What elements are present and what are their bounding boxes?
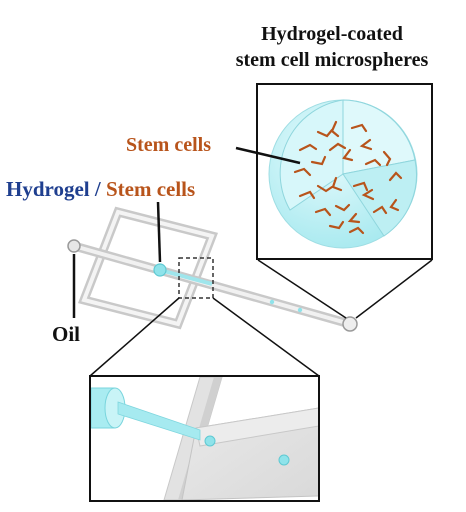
stem-cell: [388, 171, 403, 182]
stem-cell: [316, 184, 334, 193]
junction-inset: [89, 375, 320, 502]
stem-cells-label: Stem cells: [106, 177, 195, 201]
junction-droplet: [204, 435, 216, 447]
oil-loop-channel-inner: [81, 209, 215, 327]
hydrogel-channel: [159, 268, 213, 286]
sphere-cutaway: [279, 99, 344, 211]
stem-cell: [310, 155, 327, 166]
zoom-region: [178, 257, 214, 299]
outlet-channel-top: [195, 407, 318, 447]
zoom-line-bottom-right: [212, 297, 320, 377]
stem-cell: [361, 188, 375, 201]
stem-cell: [293, 167, 312, 177]
stem-cell: [334, 203, 351, 212]
stem-cell: [314, 207, 332, 217]
sphere-cutaway-3: [342, 159, 417, 237]
stem-cell: [298, 143, 318, 152]
stem-cell: [330, 120, 340, 138]
label-separator: /: [90, 177, 106, 201]
outlet-droplet: [278, 454, 290, 466]
inlet-label: Hydrogel / Stem cells: [6, 177, 195, 201]
stem-cell: [372, 205, 388, 215]
stem-cell: [316, 128, 334, 138]
title-line-2: stem cell microspheres: [236, 49, 429, 71]
sphere-cutaway-2: [342, 99, 416, 175]
zoom-line-bottom-left: [89, 297, 180, 377]
stem-cell: [364, 158, 382, 167]
stem-cells-callout-label: Stem cells: [126, 134, 211, 156]
stem-cell: [348, 226, 365, 235]
stem-cell: [328, 142, 347, 152]
microsphere-inset: [256, 83, 433, 260]
zoom-line-left: [257, 259, 347, 319]
stem-cells-group: [293, 120, 403, 235]
stem-cell: [331, 176, 343, 192]
outlet-port: [342, 316, 358, 332]
hydrogel-leader-line: [156, 201, 162, 263]
title-line-1: Hydrogel-coated: [261, 23, 403, 45]
hydrogel-inlet-port: [153, 263, 167, 277]
oil-label: Oil: [52, 322, 80, 346]
microfluidic-chip: [67, 206, 358, 332]
stem-cell: [347, 212, 361, 224]
stem-cells-callout-line: [235, 146, 301, 165]
droplet: [297, 307, 303, 313]
oil-inlet-port: [67, 239, 81, 253]
stem-cell: [352, 181, 369, 192]
hydrogel-label: Hydrogel: [6, 177, 90, 201]
stem-cell: [359, 138, 373, 151]
stem-cell: [342, 148, 354, 162]
zoom-line-right: [355, 259, 433, 319]
stem-cell: [389, 198, 400, 212]
droplet: [269, 299, 275, 305]
oil-inlet-channel-inner: [72, 244, 352, 326]
stem-cell: [350, 123, 368, 133]
stem-cell: [298, 190, 316, 200]
stem-cell: [382, 150, 392, 167]
hydrogel-thread: [117, 401, 201, 441]
stem-cell: [328, 220, 345, 230]
